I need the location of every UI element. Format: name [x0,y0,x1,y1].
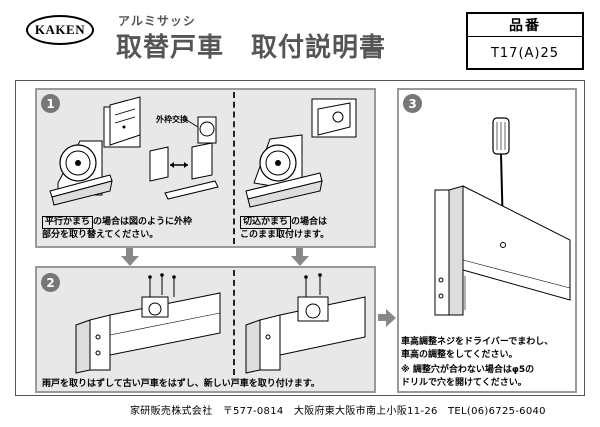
step1-left-illustration [49,96,219,206]
roller-installation-drawing [141,273,176,318]
company-footer: 家研販売株式会社 〒577-0814 大阪府東大阪市南上小阪11-26 TEL(… [130,406,546,417]
outer-frame [15,80,585,396]
step1-right-illustration [245,98,357,208]
flat-frame-label: 平行かまち [42,216,94,229]
page-title: 取替戸車 取付説明書 [116,33,387,63]
part-number-value: T17(A)25 [490,45,560,61]
step1-number: 1 [41,94,60,113]
step2-number: 2 [41,273,60,292]
step2-caption: 雨戸を取りはずして古い戸車をはずし、新しい戸車を取り付けます。 [42,379,320,389]
notched-roller-drawing [245,134,323,208]
exchange-parts-drawing [149,116,219,200]
right-arrow-icon [378,309,396,327]
step3-note: ※ 調整穴が合わない場合はφ5の ドリルで穴を開けてください。 [401,365,535,388]
notched-frame-label: 切込かまち [240,216,292,229]
door-frame-drawing [75,292,221,374]
door-roller-drawing [49,140,113,206]
down-arrow-left-icon [121,248,139,266]
notched-frame-insert-drawing [311,98,357,138]
step3-caption: 車高調整ネジをドライバーでまわし、 車高の調整をしてください。 [401,337,554,360]
step1-right-caption: 切込かまちの場合は このまま取付けます。 [240,216,330,240]
step2-left-illustration [75,273,221,374]
notched-roller-installation-drawing [297,273,329,322]
part-number-box: 品番 T17(A)25 [466,12,584,70]
down-arrow-right-icon [291,248,309,266]
step3-number: 3 [403,94,422,113]
step1-divider [233,92,235,244]
adjusted-door-frame-drawing [434,185,571,316]
subtitle: アルミサッシ [118,14,196,28]
step1-left-caption: 平行かまちの場合は図のように外枠 部分を取り替えてください。 [42,216,193,240]
part-number-label: 品番 [468,14,582,37]
kaken-logo: KAKEN [26,15,94,45]
frame-insert-drawing [103,96,141,148]
exchange-label: 外枠交換 [156,115,188,124]
step2-right-illustration [245,273,366,374]
step3-illustration [434,117,571,316]
step2-divider [233,270,235,375]
